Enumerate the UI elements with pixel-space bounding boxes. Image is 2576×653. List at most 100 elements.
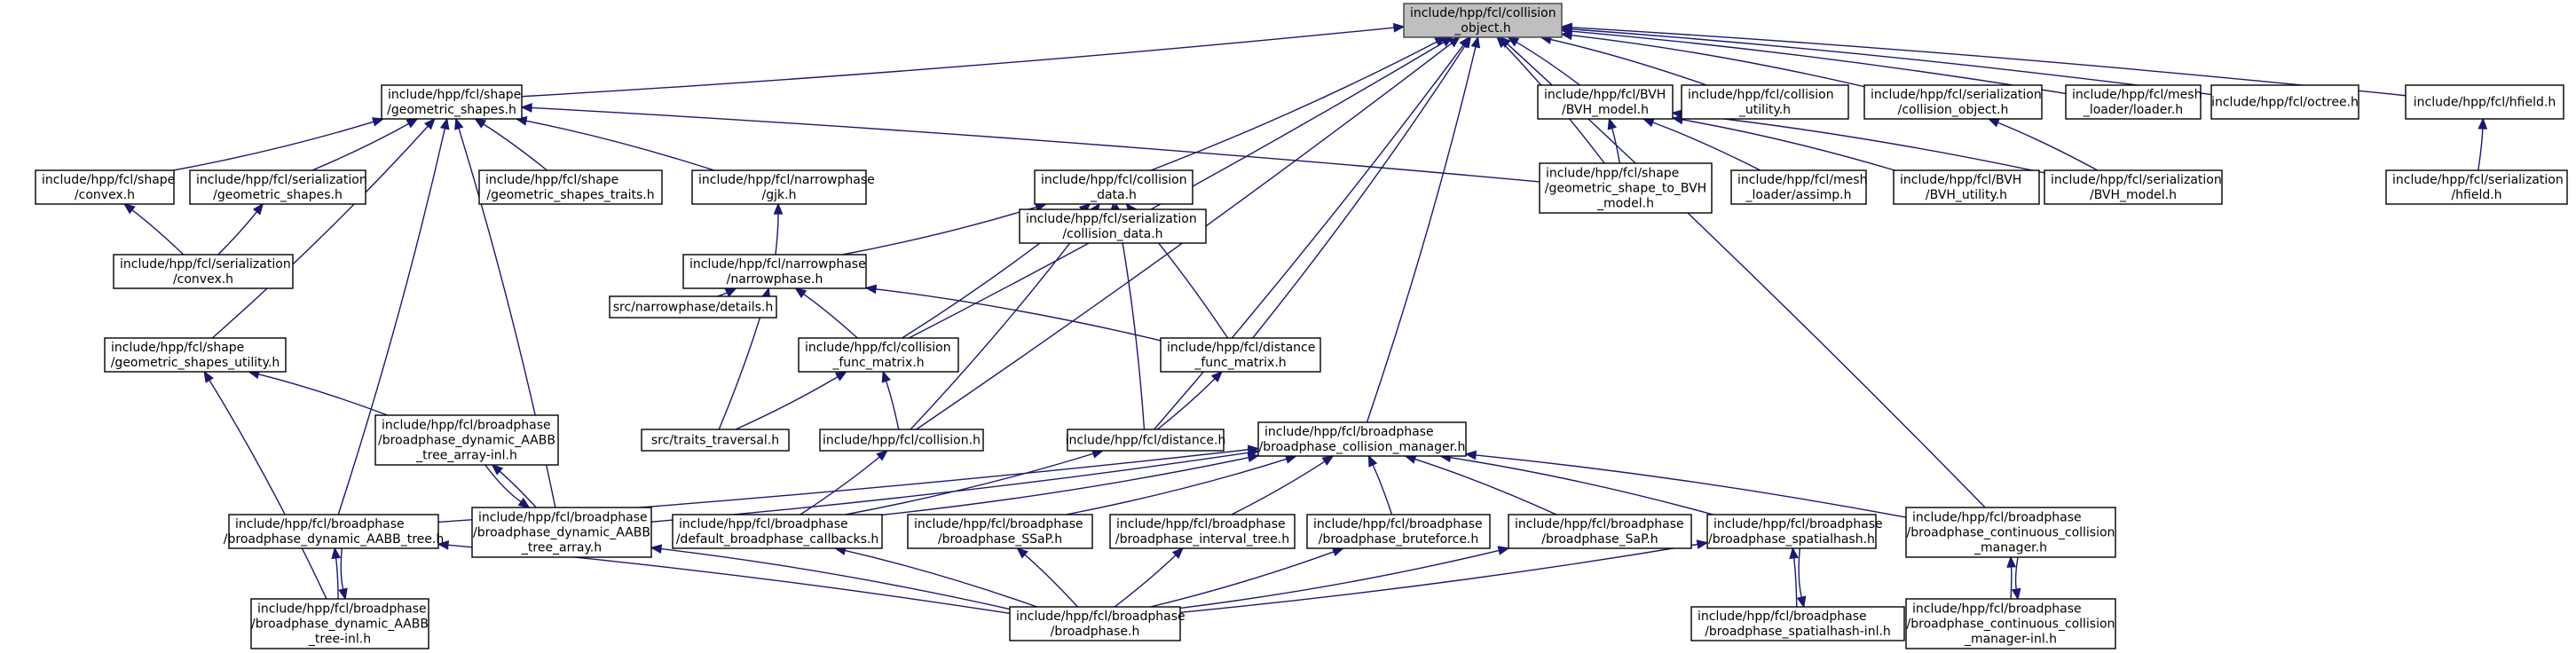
file-node-dyn-aabb-inl[interactable]: include/hpp/fcl/broadphase/broadphase_dy… xyxy=(250,598,429,649)
dependency-edge xyxy=(833,546,1037,608)
file-node-collision[interactable]: include/hpp/fcl/collision.h xyxy=(819,429,984,452)
file-node-box xyxy=(1537,84,1674,120)
dependency-arrowhead xyxy=(1560,22,1572,33)
dependency-edge xyxy=(1179,539,1709,613)
dependency-edge xyxy=(338,547,348,601)
file-node-convex[interactable]: include/hpp/fcl/shape/convex.h xyxy=(35,169,175,205)
file-node-ser-colldata[interactable]: include/hpp/fcl/serialization/collision_… xyxy=(1019,208,1207,244)
dependency-edge-line xyxy=(1179,549,1500,610)
file-node-dyn-aabb-arr-inl[interactable]: include/hpp/fcl/broadphase/broadphase_dy… xyxy=(374,414,559,466)
file-node-ser-geom[interactable]: include/hpp/fcl/serialization/geometric_… xyxy=(189,169,367,205)
file-node-brute[interactable]: include/hpp/fcl/broadphase/broadphase_br… xyxy=(1306,514,1491,549)
dependency-arrowhead xyxy=(1171,547,1185,559)
file-node-label-line: include/hpp/fcl/broadphase xyxy=(1016,610,1186,624)
dependency-arrowhead xyxy=(1499,35,1511,48)
file-node-box xyxy=(672,514,883,549)
file-node-label-line: /gjk.h xyxy=(762,188,797,202)
dependency-edge-line xyxy=(337,128,446,515)
file-node-label-line: /broadphase_spatialhash.h xyxy=(1708,532,1875,547)
dependency-edge xyxy=(1366,35,1481,423)
dependency-edge-line xyxy=(775,213,779,256)
file-node-label-line: include/hpp/fcl/broadphase xyxy=(914,517,1083,531)
dependency-arrowhead xyxy=(834,371,847,382)
file-node-gjk[interactable]: include/hpp/fcl/narrowphase/gjk.h xyxy=(691,169,875,205)
dependency-edge xyxy=(211,117,436,339)
file-node-cont-mgr[interactable]: include/hpp/fcl/broadphase/broadphase_co… xyxy=(1905,507,2116,558)
file-node-hfield[interactable]: include/hpp/fcl/hfield.h xyxy=(2405,84,2564,120)
dependency-arrowhead xyxy=(1016,547,1028,559)
file-node-geom-traits[interactable]: include/hpp/fcl/shape/geometric_shapes_t… xyxy=(478,169,663,205)
dependency-edge xyxy=(217,202,264,256)
file-node-box xyxy=(104,337,287,373)
dependency-edge-line xyxy=(2010,566,2013,600)
dependency-edge-line xyxy=(1475,454,1907,518)
dependency-edge-line xyxy=(1116,213,1146,430)
dependency-edge xyxy=(1987,118,2099,171)
dependency-edge xyxy=(521,22,1406,98)
file-node-default-cb[interactable]: include/hpp/fcl/broadphase/default_broad… xyxy=(672,514,883,549)
file-node-dist-func[interactable]: include/hpp/fcl/distance_func_matrix.h xyxy=(1160,337,1321,373)
file-node-spatial[interactable]: include/hpp/fcl/broadphase/broadphase_sp… xyxy=(1706,514,1883,549)
file-node-distance[interactable]: include/hpp/fcl/distance.h xyxy=(1066,429,1226,452)
file-node-label-line: /broadphase_spatialhash-inl.h xyxy=(1705,625,1891,639)
dependency-edge xyxy=(1179,546,1510,610)
file-node-label-line: include/hpp/fcl/broadphase xyxy=(1116,517,1286,531)
file-node-ser-bvh[interactable]: include/hpp/fcl/serialization/BVH_model.… xyxy=(2044,169,2223,205)
file-node-dyn-aabb[interactable]: include/hpp/fcl/broadphase/broadphase_dy… xyxy=(224,514,444,549)
file-node-label-line: /narrowphase.h xyxy=(727,272,823,287)
file-node-label-line: /broadphase_interval_tree.h xyxy=(1115,532,1289,547)
file-node-shape-to-bvh[interactable]: include/hpp/fcl/shape/geometric_shape_to… xyxy=(1539,162,1713,214)
file-node-ser-hfield[interactable]: include/hpp/fcl/serialization/hfield.h xyxy=(2385,169,2568,205)
file-node-box xyxy=(609,295,777,319)
dependency-arrowhead xyxy=(1247,452,1260,463)
file-node-octree[interactable]: include/hpp/fcl/octree.h xyxy=(2210,84,2359,120)
file-node-dyn-aabb-arr[interactable]: include/hpp/fcl/broadphase/broadphase_dy… xyxy=(471,507,652,558)
dependency-arrowhead xyxy=(1367,454,1378,468)
file-node-geom[interactable]: include/hpp/fcl/shape/geometric_shapes.h xyxy=(381,84,523,120)
file-node-coll-func[interactable]: include/hpp/fcl/collision_func_matrix.h xyxy=(798,337,959,373)
file-node-mesh-loader[interactable]: include/hpp/fcl/mesh_loader/loader.h xyxy=(2065,84,2202,120)
dependency-arrowhead xyxy=(1459,35,1470,49)
file-node-label-line: include/hpp/fcl/serialization xyxy=(1026,212,1197,226)
dependency-edge xyxy=(331,547,342,600)
file-node-ser-collobj[interactable]: include/hpp/fcl/serialization/collision_… xyxy=(1863,84,2043,120)
dependency-edge xyxy=(717,287,737,298)
file-node-broadphase[interactable]: include/hpp/fcl/broadphase/broadphase.h xyxy=(1009,606,1186,641)
dependency-arrowhead xyxy=(1210,370,1223,383)
file-node-label-line: include/hpp/fcl/distance.h xyxy=(1066,434,1226,448)
dependency-arrowhead xyxy=(1464,450,1477,460)
dependency-edge-line xyxy=(1114,555,1177,608)
dependency-edge xyxy=(1560,22,2407,97)
file-node-ssap[interactable]: include/hpp/fcl/broadphase/broadphase_SS… xyxy=(907,514,1093,549)
file-node-ser-convex[interactable]: include/hpp/fcl/serialization/convex.h xyxy=(113,254,294,289)
file-node-details[interactable]: src/narrowphase/details.h xyxy=(609,295,777,319)
file-node-label-line: _manager.h xyxy=(1973,541,2047,555)
dependency-arrowhead xyxy=(794,287,807,299)
dependency-arrowhead xyxy=(1448,36,1461,48)
file-node-sap[interactable]: include/hpp/fcl/broadphase/broadphase_Sa… xyxy=(1508,514,1692,549)
dependency-arrowhead xyxy=(252,202,264,216)
file-node-interval[interactable]: include/hpp/fcl/broadphase/broadphase_in… xyxy=(1109,514,1296,549)
dependency-edge-line xyxy=(531,106,1540,183)
file-node-bvh-utility[interactable]: include/hpp/fcl/BVH/BVH_utility.h xyxy=(1893,169,2040,205)
file-node-label-line: include/hpp/fcl/hfield.h xyxy=(2414,96,2556,110)
file-node-spatial-inl[interactable]: include/hpp/fcl/broadphase/broadphase_sp… xyxy=(1690,606,1905,641)
file-node-cont-mgr-inl[interactable]: include/hpp/fcl/broadphase/broadphase_co… xyxy=(1905,598,2116,649)
dependency-edge xyxy=(1154,35,1470,430)
file-node-assimp[interactable]: include/hpp/fcl/mesh_loader/assimp.h xyxy=(1730,169,1867,205)
file-node-geom-util[interactable]: include/hpp/fcl/shape/geometric_shapes_u… xyxy=(104,337,287,373)
file-node-coll-util[interactable]: include/hpp/fcl/collision_utility.h xyxy=(1681,84,1849,120)
file-nodes: include/hpp/fcl/collision_object.hinclud… xyxy=(35,3,2568,649)
dependency-edge-line xyxy=(1798,547,1802,598)
file-node-traits-trav[interactable]: src/traits_traversal.h xyxy=(641,429,790,452)
file-node-narrowphase[interactable]: include/hpp/fcl/narrowphase/narrowphase.… xyxy=(682,254,867,289)
file-node-label-line: include/hpp/fcl/collision xyxy=(1688,88,1834,102)
file-node-label-line: include/hpp/fcl/serialization xyxy=(196,173,367,187)
file-node-bp-mgr[interactable]: include/hpp/fcl/broadphase/broadphase_co… xyxy=(1257,421,1467,457)
file-node-label-line: _data.h xyxy=(1090,188,1137,202)
file-node-coll-data[interactable]: include/hpp/fcl/collision_data.h xyxy=(1034,169,1193,205)
dependency-edge-line xyxy=(1372,464,1393,515)
dependency-edge xyxy=(1404,454,1557,515)
file-node-bvh-model[interactable]: include/hpp/fcl/BVH/BVH_model.h xyxy=(1537,84,1674,120)
file-node-label-line: include/hpp/fcl/serialization xyxy=(2051,173,2222,187)
